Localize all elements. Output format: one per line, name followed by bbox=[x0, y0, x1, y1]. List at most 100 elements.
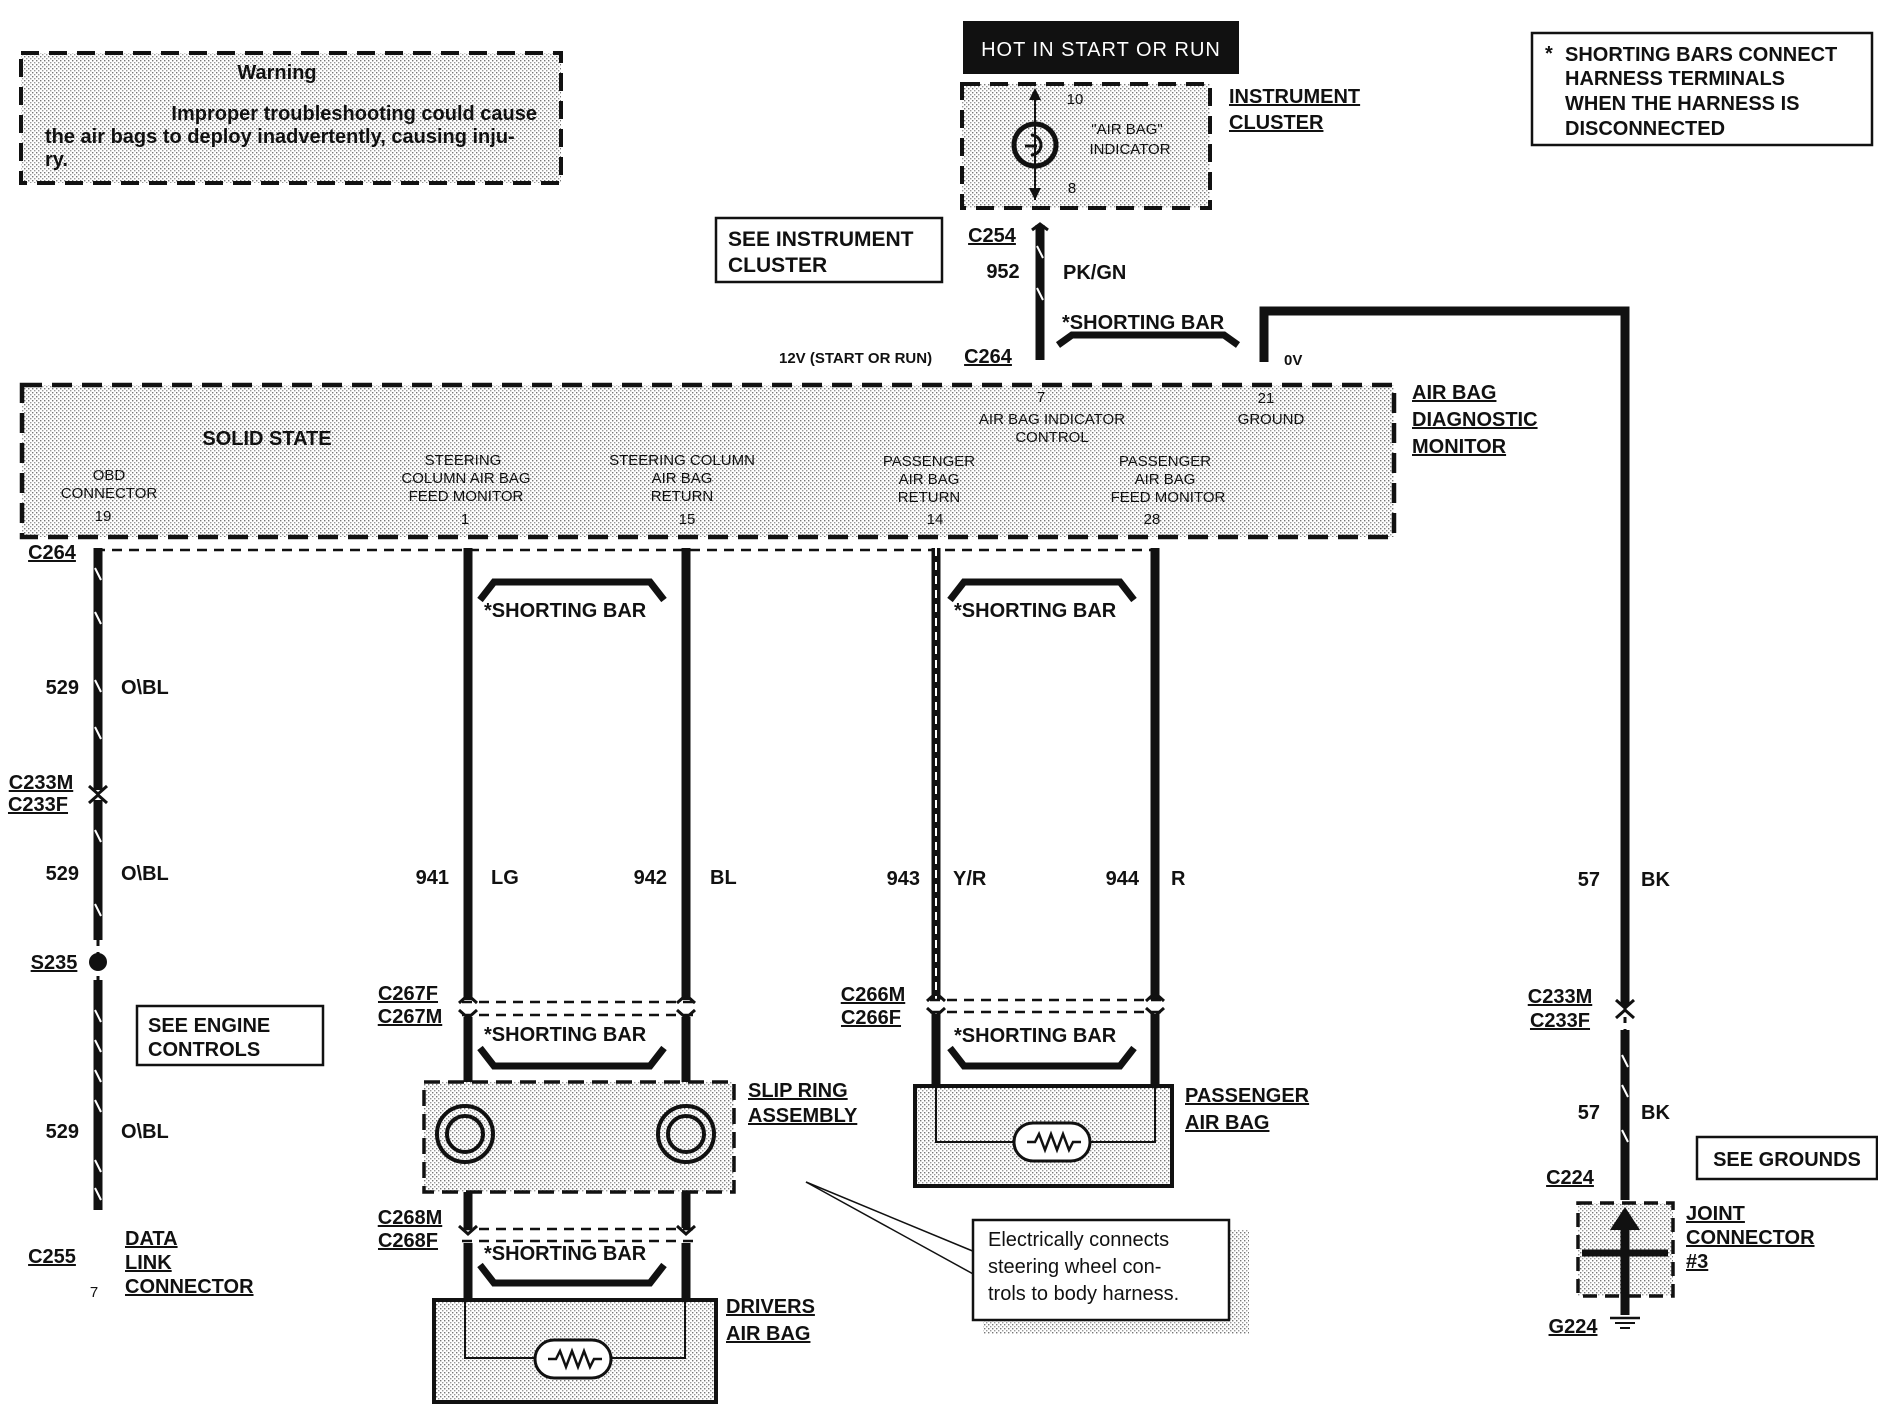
label-shorting-bar: *SHORTING BAR bbox=[954, 600, 1117, 622]
label-components-passenger-ab-1: PASSENGER bbox=[1185, 1085, 1310, 1107]
label-wires-w57-color: BK bbox=[1641, 1102, 1670, 1124]
label-module-pins-p15-num: 15 bbox=[679, 511, 696, 528]
label-components-ic-pin-10: 10 bbox=[1067, 91, 1084, 108]
shorting-bars-note: * SHORTING BARS CONNECT HARNESS TERMINAL… bbox=[1530, 31, 1874, 147]
label-module-pins-p15-2: AIR BAG bbox=[652, 470, 713, 487]
label-module-pins-p21-num: 21 bbox=[1258, 390, 1275, 407]
label-module-pins-p28-1: PASSENGER bbox=[1119, 453, 1211, 470]
label-module-pins-p15-3: RETURN bbox=[651, 488, 714, 505]
label-module-pins-p7-num: 7 bbox=[1037, 389, 1045, 406]
label-components-dlc-1: DATA bbox=[125, 1228, 178, 1250]
label-components-drivers-ab-1: DRIVERS bbox=[726, 1296, 815, 1318]
label-wires-w57-num: 57 bbox=[1578, 869, 1600, 891]
label-components-dlc-2: LINK bbox=[125, 1252, 172, 1274]
wire-941-942: *SHORTING BAR 941 LG 942 BL C267F C267M … bbox=[378, 548, 737, 1082]
label-shorting-bar: *SHORTING BAR bbox=[484, 1024, 647, 1046]
label-wires-w57-color: BK bbox=[1641, 869, 1670, 891]
label-module-pins-p28-2: AIR BAG bbox=[1135, 471, 1196, 488]
label-connectors-c233f-r: C233F bbox=[1530, 1010, 1590, 1032]
slip-ring-assembly: SLIP RING ASSEMBLY bbox=[422, 1080, 858, 1194]
label-wires-w944-num: 944 bbox=[1106, 868, 1140, 890]
label-components-dlc-pin: 7 bbox=[90, 1284, 98, 1301]
label-notes-electrically-3: trols to body harness. bbox=[988, 1283, 1179, 1305]
passenger-air-bag-igniter-icon bbox=[1012, 1121, 1092, 1163]
air-bag-indicator-lamp-icon bbox=[1011, 121, 1059, 169]
label-module-pins-p1-num: 1 bbox=[461, 511, 469, 528]
wire-529: C264 529 O\BL C233M C233F 529 O\BL S235 … bbox=[8, 542, 254, 1301]
joint-connector-3: JOINT CONNECTOR #3 G224 bbox=[1549, 1201, 1815, 1338]
label-connectors-s235: S235 bbox=[31, 952, 78, 974]
label-refs-see-engine-1: SEE ENGINE bbox=[148, 1015, 270, 1037]
label-notes-shorting-bars-4: DISCONNECTED bbox=[1565, 118, 1725, 140]
label-connectors-c233f-l: C233F bbox=[8, 794, 68, 816]
label-module-pins-p14-num: 14 bbox=[927, 511, 944, 528]
label-module-pins-p7-2: CONTROL bbox=[1015, 429, 1088, 446]
label-module-pins-p15-1: STEERING COLUMN bbox=[609, 452, 755, 469]
label-connectors-c255: C255 bbox=[28, 1246, 76, 1268]
label-shorting-bar: *SHORTING BAR bbox=[484, 1243, 647, 1265]
label-wires-w952-num: 952 bbox=[986, 261, 1019, 283]
label-wires-w941-color: LG bbox=[491, 867, 519, 889]
label-components-joint-1: JOINT bbox=[1686, 1203, 1745, 1225]
label-wires-w944-color: R bbox=[1171, 868, 1186, 890]
label-connectors-g224: G224 bbox=[1549, 1316, 1599, 1338]
label-refs-see-engine-2: CONTROLS bbox=[148, 1039, 260, 1061]
instrument-cluster: 10 8 "AIR BAG" INDICATOR INSTRUMENT CLUS… bbox=[960, 82, 1360, 210]
see-engine-controls-ref: SEE ENGINE CONTROLS bbox=[135, 1004, 325, 1067]
label-notes-asterisk: * bbox=[1545, 43, 1553, 65]
label-refs-see-ic-2: CLUSTER bbox=[728, 254, 827, 277]
label-components-passenger-ab-2: AIR BAG bbox=[1185, 1112, 1269, 1134]
label-wires-w57-num: 57 bbox=[1578, 1102, 1600, 1124]
label-module-pins-p1-1: STEERING bbox=[425, 452, 502, 469]
label-notes-electrically-1: Electrically connects bbox=[988, 1229, 1169, 1251]
label-components-solid-state: SOLID STATE bbox=[202, 428, 331, 450]
label-wires-w529-color: O\BL bbox=[121, 1121, 169, 1143]
label-module-pins-p19-2: CONNECTOR bbox=[61, 485, 158, 502]
label-components-joint-2: CONNECTOR bbox=[1686, 1227, 1815, 1249]
label-notes-shorting-bars-1: SHORTING BARS CONNECT bbox=[1565, 44, 1837, 66]
slip-ring-right-icon bbox=[656, 1104, 716, 1164]
label-connectors-c267f: C267F bbox=[378, 983, 438, 1005]
label-shorting-bar: *SHORTING BAR bbox=[484, 600, 647, 622]
wire-57: 57 BK C233M C233F 57 BK C224 bbox=[1259, 306, 1670, 1200]
label-module-pins-p19-1: OBD bbox=[93, 467, 126, 484]
label-components-joint-3: #3 bbox=[1686, 1251, 1708, 1273]
label-connectors-c264-top: C264 bbox=[964, 346, 1013, 368]
label-connectors-c264-left: C264 bbox=[28, 542, 77, 564]
slip-ring-left-icon bbox=[435, 1104, 495, 1164]
label-wires-w529-num: 529 bbox=[46, 863, 79, 885]
drivers-air-bag-igniter-icon bbox=[533, 1338, 613, 1380]
warning-line-1: Improper troubleshooting could cause bbox=[171, 103, 537, 125]
label-connectors-c266m: C266M bbox=[841, 984, 905, 1006]
label-connectors-c266f: C266F bbox=[841, 1007, 901, 1029]
label-wires-w529-color: O\BL bbox=[121, 863, 169, 885]
passenger-air-bag: PASSENGER AIR BAG bbox=[913, 1084, 1310, 1188]
label-components-ic-pin-8: 8 bbox=[1068, 180, 1076, 197]
label-module-pins-p14-2: AIR BAG bbox=[899, 471, 960, 488]
label-components-ic-ind-1: "AIR BAG" bbox=[1091, 121, 1163, 138]
label-module-pins-p21-1: GROUND bbox=[1238, 411, 1305, 428]
label-notes-shorting-bars-3: WHEN THE HARNESS IS bbox=[1565, 93, 1799, 115]
label-module-pins-p28-3: FEED MONITOR bbox=[1111, 489, 1226, 506]
label-components-abdm-3: MONITOR bbox=[1412, 436, 1507, 458]
label-module-pins-p19-num: 19 bbox=[95, 508, 112, 525]
label-refs-see-grounds: SEE GROUNDS bbox=[1713, 1149, 1861, 1171]
label-components-drivers-ab-2: AIR BAG bbox=[726, 1323, 810, 1345]
label-module-pins-p28-num: 28 bbox=[1144, 511, 1161, 528]
warning-line-2: the air bags to deploy inadvertently, ca… bbox=[45, 126, 515, 148]
label-notes-shorting-bars-2: HARNESS TERMINALS bbox=[1565, 68, 1785, 90]
see-instrument-cluster-ref: SEE INSTRUMENT CLUSTER bbox=[714, 216, 944, 284]
label-connectors-c268f: C268F bbox=[378, 1230, 438, 1252]
hot-in-start-label: HOT IN START OR RUN bbox=[963, 21, 1239, 74]
label-connectors-c267m: C267M bbox=[378, 1006, 442, 1028]
warning-box: Warning Improper troubleshooting could c… bbox=[19, 51, 563, 185]
air-bag-diagnostic-monitor: AIR BAG DIAGNOSTIC MONITOR SOLID STATE 7… bbox=[19, 382, 1538, 540]
wire-941-942-lower: C268M C268F *SHORTING BAR bbox=[378, 1192, 696, 1300]
label-shorting-bar: *SHORTING BAR bbox=[1062, 312, 1225, 334]
label-components-ic-ind-2: INDICATOR bbox=[1089, 141, 1170, 158]
see-grounds-ref: SEE GROUNDS bbox=[1695, 1135, 1878, 1181]
drivers-air-bag: DRIVERS AIR BAG bbox=[432, 1296, 815, 1404]
label-connectors-c268m: C268M bbox=[378, 1207, 442, 1229]
label-components-ic-2: CLUSTER bbox=[1229, 112, 1324, 134]
